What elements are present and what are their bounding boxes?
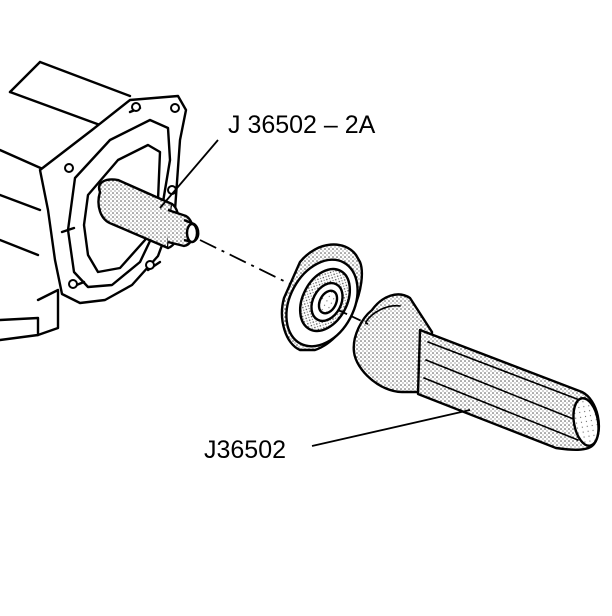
seal <box>280 243 364 352</box>
leader-line-j36502 <box>311 409 471 447</box>
leader-line-j36502-2a <box>159 139 219 209</box>
leader-lines <box>159 139 471 447</box>
flange-bolt-holes <box>64 102 180 289</box>
label-j36502: J36502 <box>204 436 286 464</box>
label-j36502-2a: J 36502 – 2A <box>228 111 376 139</box>
installer-handle-j36502 <box>352 293 601 451</box>
assembly-centerline <box>199 239 369 325</box>
installer-adapter-j36502-2a <box>97 178 200 250</box>
